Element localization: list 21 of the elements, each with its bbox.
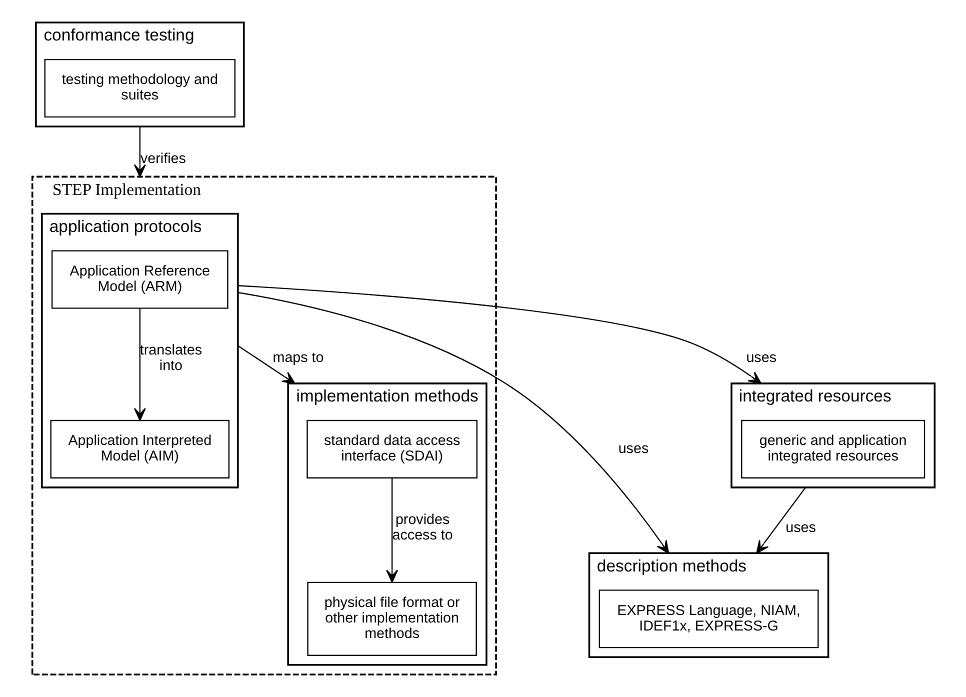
arrow [386, 478, 398, 583]
node-box: Application Reference Model (ARM) [50, 250, 228, 309]
arrow [133, 126, 146, 178]
node-box: standard data access interface (SDAI) [306, 420, 478, 478]
edge-label: uses [785, 520, 816, 536]
node-box: physical file format or other implementation methods [306, 582, 476, 656]
arrow [237, 345, 295, 384]
node-box: Application Interpreted Model (AIM) [50, 420, 230, 478]
arrow [133, 308, 146, 421]
edge-label: uses [618, 440, 648, 457]
arrow [756, 487, 806, 554]
edge-label: uses [746, 350, 776, 366]
node-box: EXPRESS Language, NIAM, IDEF1x, EXPRESS-G [598, 590, 818, 648]
edge-label: provides access to [392, 512, 452, 544]
node-box: generic and application integrated resources [740, 420, 925, 478]
node-box: testing methodology and suites [44, 58, 236, 118]
edge-label: verifies [140, 151, 186, 168]
edge-label: maps to [272, 350, 324, 366]
arrow [237, 292, 669, 554]
edge-label: translates into [139, 342, 202, 374]
arrow [237, 285, 762, 384]
